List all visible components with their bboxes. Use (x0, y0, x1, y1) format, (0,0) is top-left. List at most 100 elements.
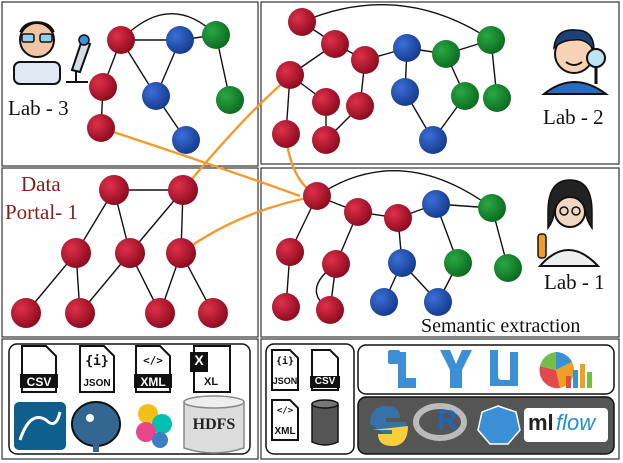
node-red (276, 61, 304, 89)
node-red (99, 175, 129, 205)
node-red (11, 298, 41, 328)
elastic-icon (136, 404, 172, 448)
node-green (483, 84, 511, 112)
node-blue (424, 288, 452, 316)
excel-letter: X (194, 352, 204, 368)
lab3-panel (1, 1, 259, 167)
postgresql-icon (71, 401, 121, 452)
excel-ext: XL (204, 376, 219, 388)
node-green (478, 194, 506, 222)
r-logo-icon (413, 403, 467, 441)
sources-panel (1, 338, 259, 460)
mysql-icon (14, 402, 66, 450)
node-red (168, 175, 198, 205)
csv-label-small: CSV (314, 376, 336, 387)
xml-file-icon (134, 345, 172, 393)
pie-bar-chart-icon (539, 352, 592, 389)
researcher-icon (537, 179, 601, 267)
pipe-bend-icon (490, 350, 518, 386)
lab2-title: Lab - 2 (543, 105, 604, 129)
node-blue (422, 190, 450, 218)
node-red (61, 238, 91, 268)
node-red (312, 88, 340, 116)
portal-title-line1: Data (21, 172, 61, 196)
node-red (89, 73, 117, 101)
node-blue (419, 126, 447, 154)
xml-file-icon-small (271, 399, 299, 441)
json-glyph-small: {i} (275, 356, 295, 367)
xml-glyph: </> (143, 354, 163, 367)
kubeflow-icon (477, 405, 521, 445)
excel-file-icon (190, 345, 231, 393)
pipelines-box (357, 344, 615, 395)
node-red (384, 204, 412, 232)
node-red (321, 30, 349, 58)
node-blue (370, 288, 398, 316)
node-green (451, 82, 479, 110)
lab2-panel (260, 1, 620, 165)
node-red (351, 46, 379, 74)
node-green (477, 26, 505, 54)
mlflow-flow: flow (556, 410, 596, 435)
node-green (494, 254, 522, 282)
hdfs-icon (183, 395, 245, 454)
json-file-icon (79, 345, 115, 393)
node-red (288, 8, 316, 36)
node-red (87, 114, 115, 142)
csv-label: CSV (26, 375, 52, 389)
node-blue (393, 34, 421, 62)
node-red (322, 250, 350, 278)
mlflow-logo-bg (524, 408, 608, 442)
node-green (444, 249, 472, 277)
portal-title-line2: Portal- 1 (5, 200, 78, 224)
node-green (216, 86, 244, 114)
xml-glyph-small: </> (276, 406, 294, 416)
node-red (107, 26, 135, 54)
node-red (166, 238, 196, 268)
json-label: JSON (83, 378, 111, 389)
node-red (312, 126, 340, 154)
formats-box (265, 343, 355, 455)
portal-panel (1, 167, 259, 338)
node-blue (391, 78, 419, 106)
graph-nodes (11, 8, 522, 328)
json-glyph: {i} (85, 354, 109, 369)
csv-file-icon (20, 345, 58, 393)
xml-label-small: XML (274, 426, 296, 437)
analyst-icon (541, 29, 610, 95)
python-icon (370, 406, 408, 446)
pipe-junction-icon (440, 350, 472, 388)
node-red (145, 298, 175, 328)
node-red (272, 293, 300, 321)
json-label-small: JSON (272, 376, 298, 386)
node-red (344, 198, 372, 226)
node-red (346, 92, 374, 120)
sources-box (8, 343, 251, 455)
lab3-title: Lab - 3 (8, 96, 69, 120)
csv-file-icon-small (310, 349, 340, 391)
r-letter: R (437, 404, 458, 435)
lab1-panel (260, 167, 620, 338)
node-red (316, 296, 344, 324)
json-file-icon-small (271, 349, 299, 391)
node-green (202, 21, 230, 49)
hdfs-label: HDFS (192, 416, 236, 433)
mlflow-ml: ml (528, 410, 554, 435)
node-red (65, 298, 95, 328)
tools-panel (260, 338, 620, 460)
lab1-title: Lab - 1 (544, 270, 605, 294)
node-blue (142, 82, 170, 110)
node-red (198, 298, 228, 328)
pipe-icon (388, 350, 416, 388)
database-icon (311, 399, 339, 446)
node-red (115, 238, 145, 268)
scientist-icon (13, 21, 92, 85)
semantic-extraction-label: Semantic extraction (421, 315, 581, 337)
node-green (432, 40, 460, 68)
node-blue (166, 26, 194, 54)
node-red (276, 238, 304, 266)
node-red (272, 120, 300, 148)
node-red (303, 182, 331, 210)
node-blue (388, 249, 416, 277)
